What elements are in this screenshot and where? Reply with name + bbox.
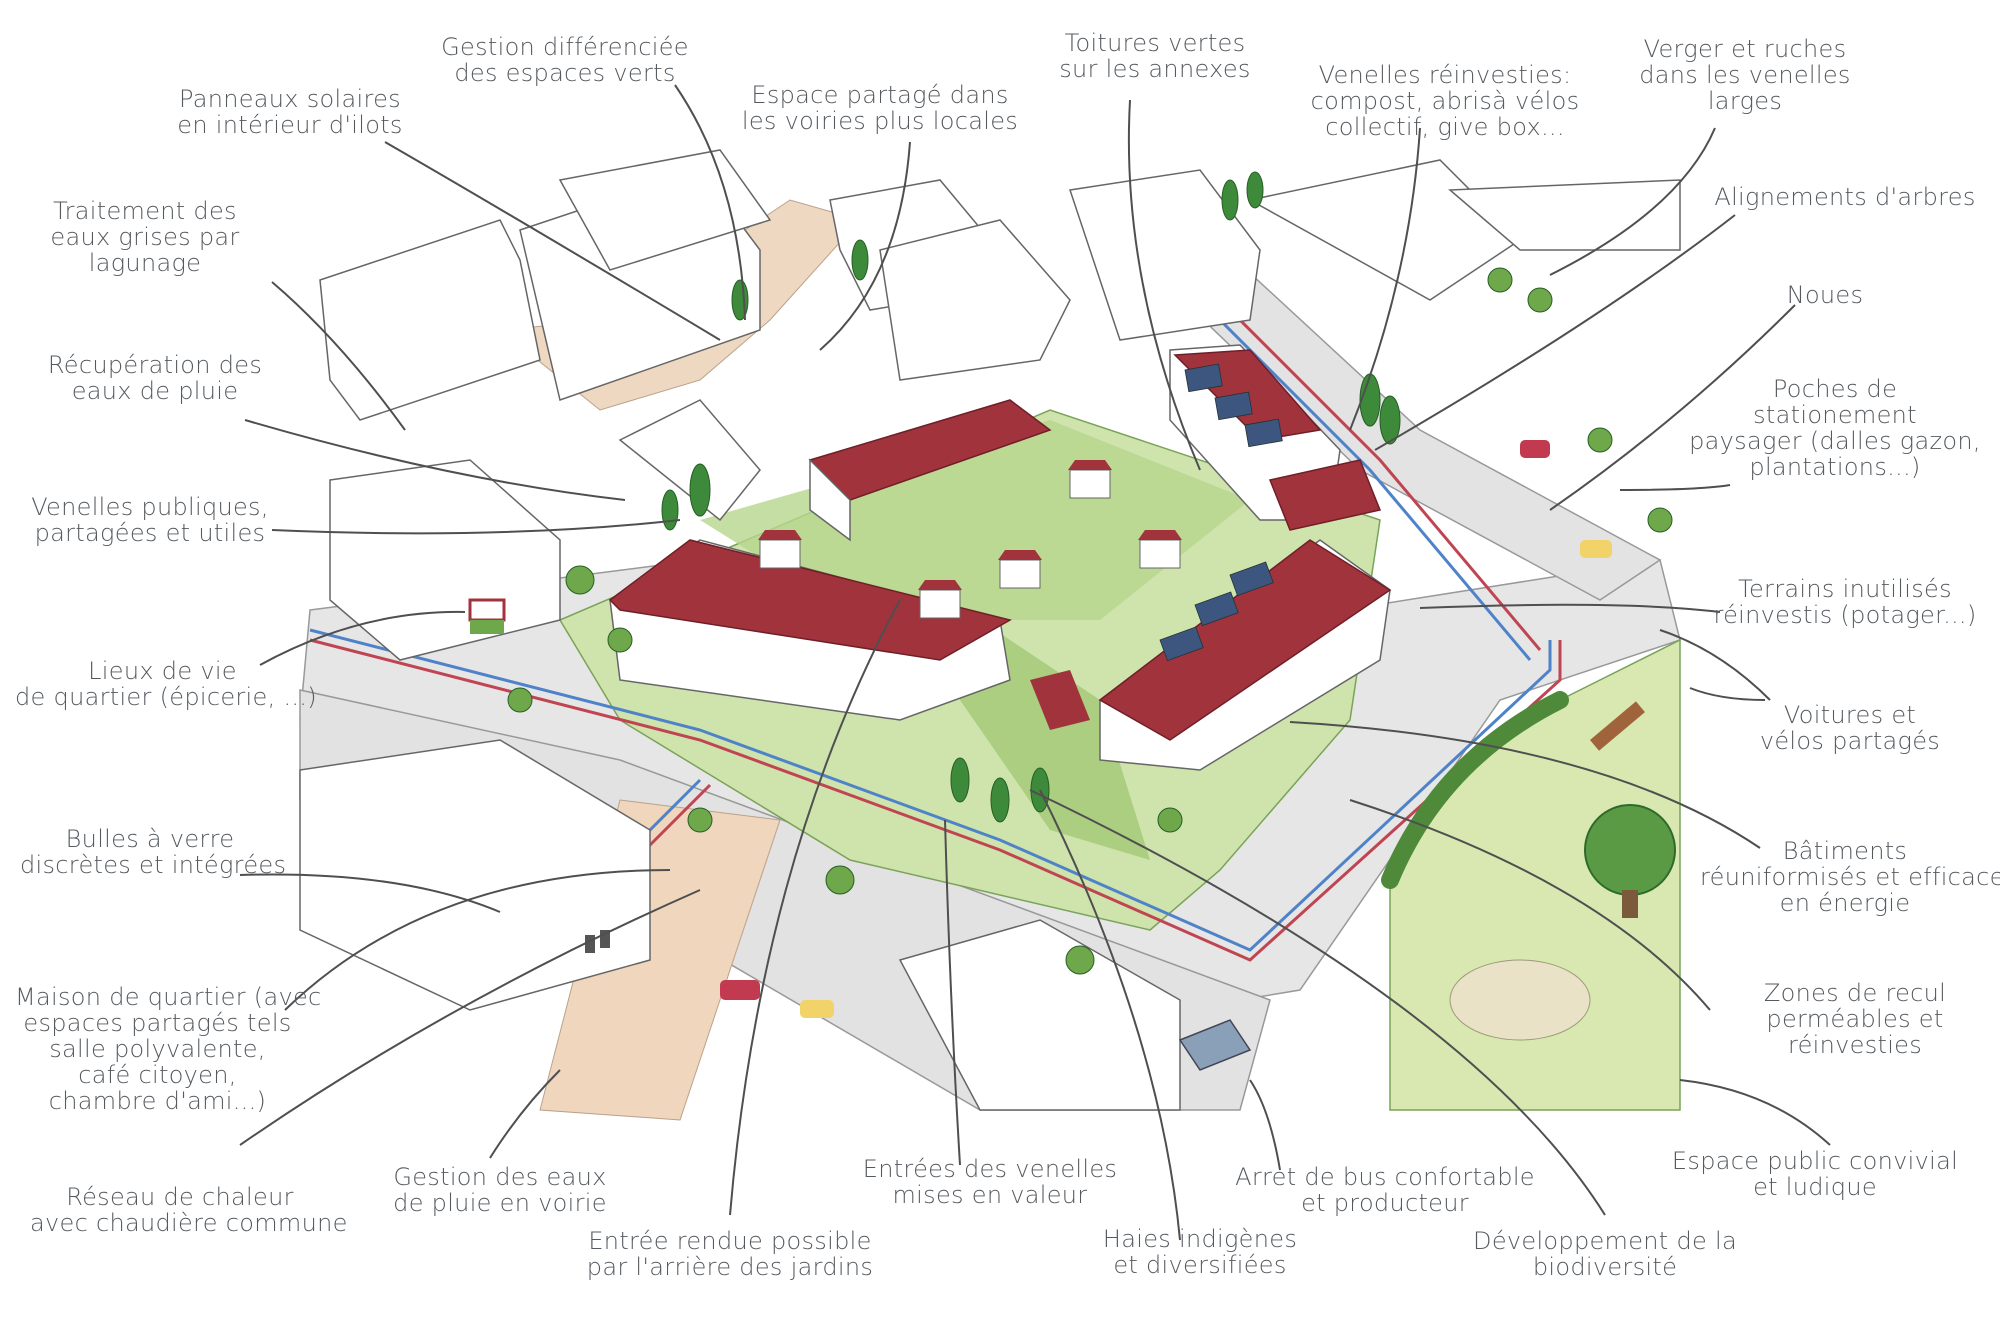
car-icon <box>720 440 1612 1018</box>
annex-buildings <box>758 460 1182 619</box>
surrounding-houses <box>299 149 1681 1111</box>
red-roof-buildings <box>608 344 1392 771</box>
bus-shelter-icon <box>1178 1019 1252 1071</box>
market-stall-icon <box>468 598 506 634</box>
glass-bin-icon <box>585 930 610 953</box>
label-alignements-arbres: Alignements d'arbres <box>1714 183 1976 211</box>
solar-panel-icon <box>1159 363 1283 662</box>
tree-icon <box>507 171 1673 975</box>
label-venelles-reinvesties: Venelles réinvesties:compost, abrisà vél… <box>1310 61 1580 141</box>
label-noues: Noues <box>1786 281 1864 309</box>
label-venelles-publiques: Venelles publiques,partagées et utiles <box>31 493 269 547</box>
leader-lines <box>239 84 1831 1241</box>
